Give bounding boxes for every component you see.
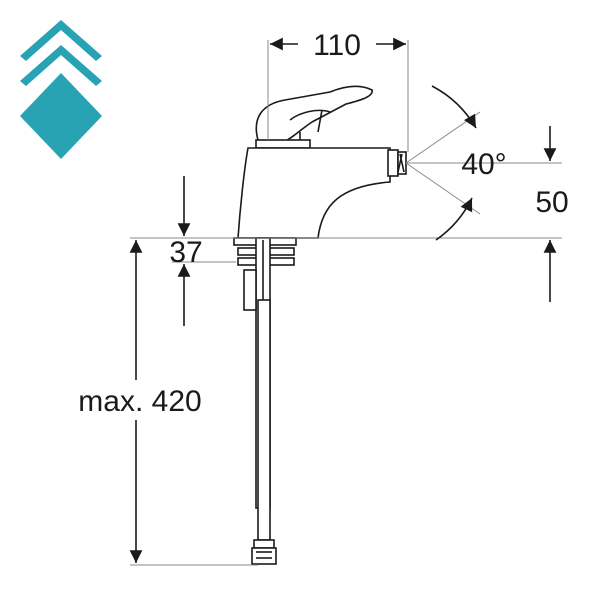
dim-110-label: 110	[313, 29, 361, 62]
dimension-width: 110	[269, 29, 407, 62]
dim-420-label: max. 420	[78, 385, 201, 418]
dim-50-label: 50	[535, 186, 568, 219]
brand-logo-icon	[20, 20, 102, 159]
dim-angle-label: 40°	[461, 148, 506, 181]
extension-lines	[130, 40, 562, 566]
faucet-drawing	[233, 85, 407, 565]
dimension-base-height: 37	[169, 176, 203, 326]
dimension-angle: 40°	[431, 85, 507, 241]
dimension-spout-height: 50	[535, 126, 569, 302]
dim-37-label: 37	[169, 236, 202, 269]
dimension-hose-length: max. 420	[78, 240, 202, 563]
